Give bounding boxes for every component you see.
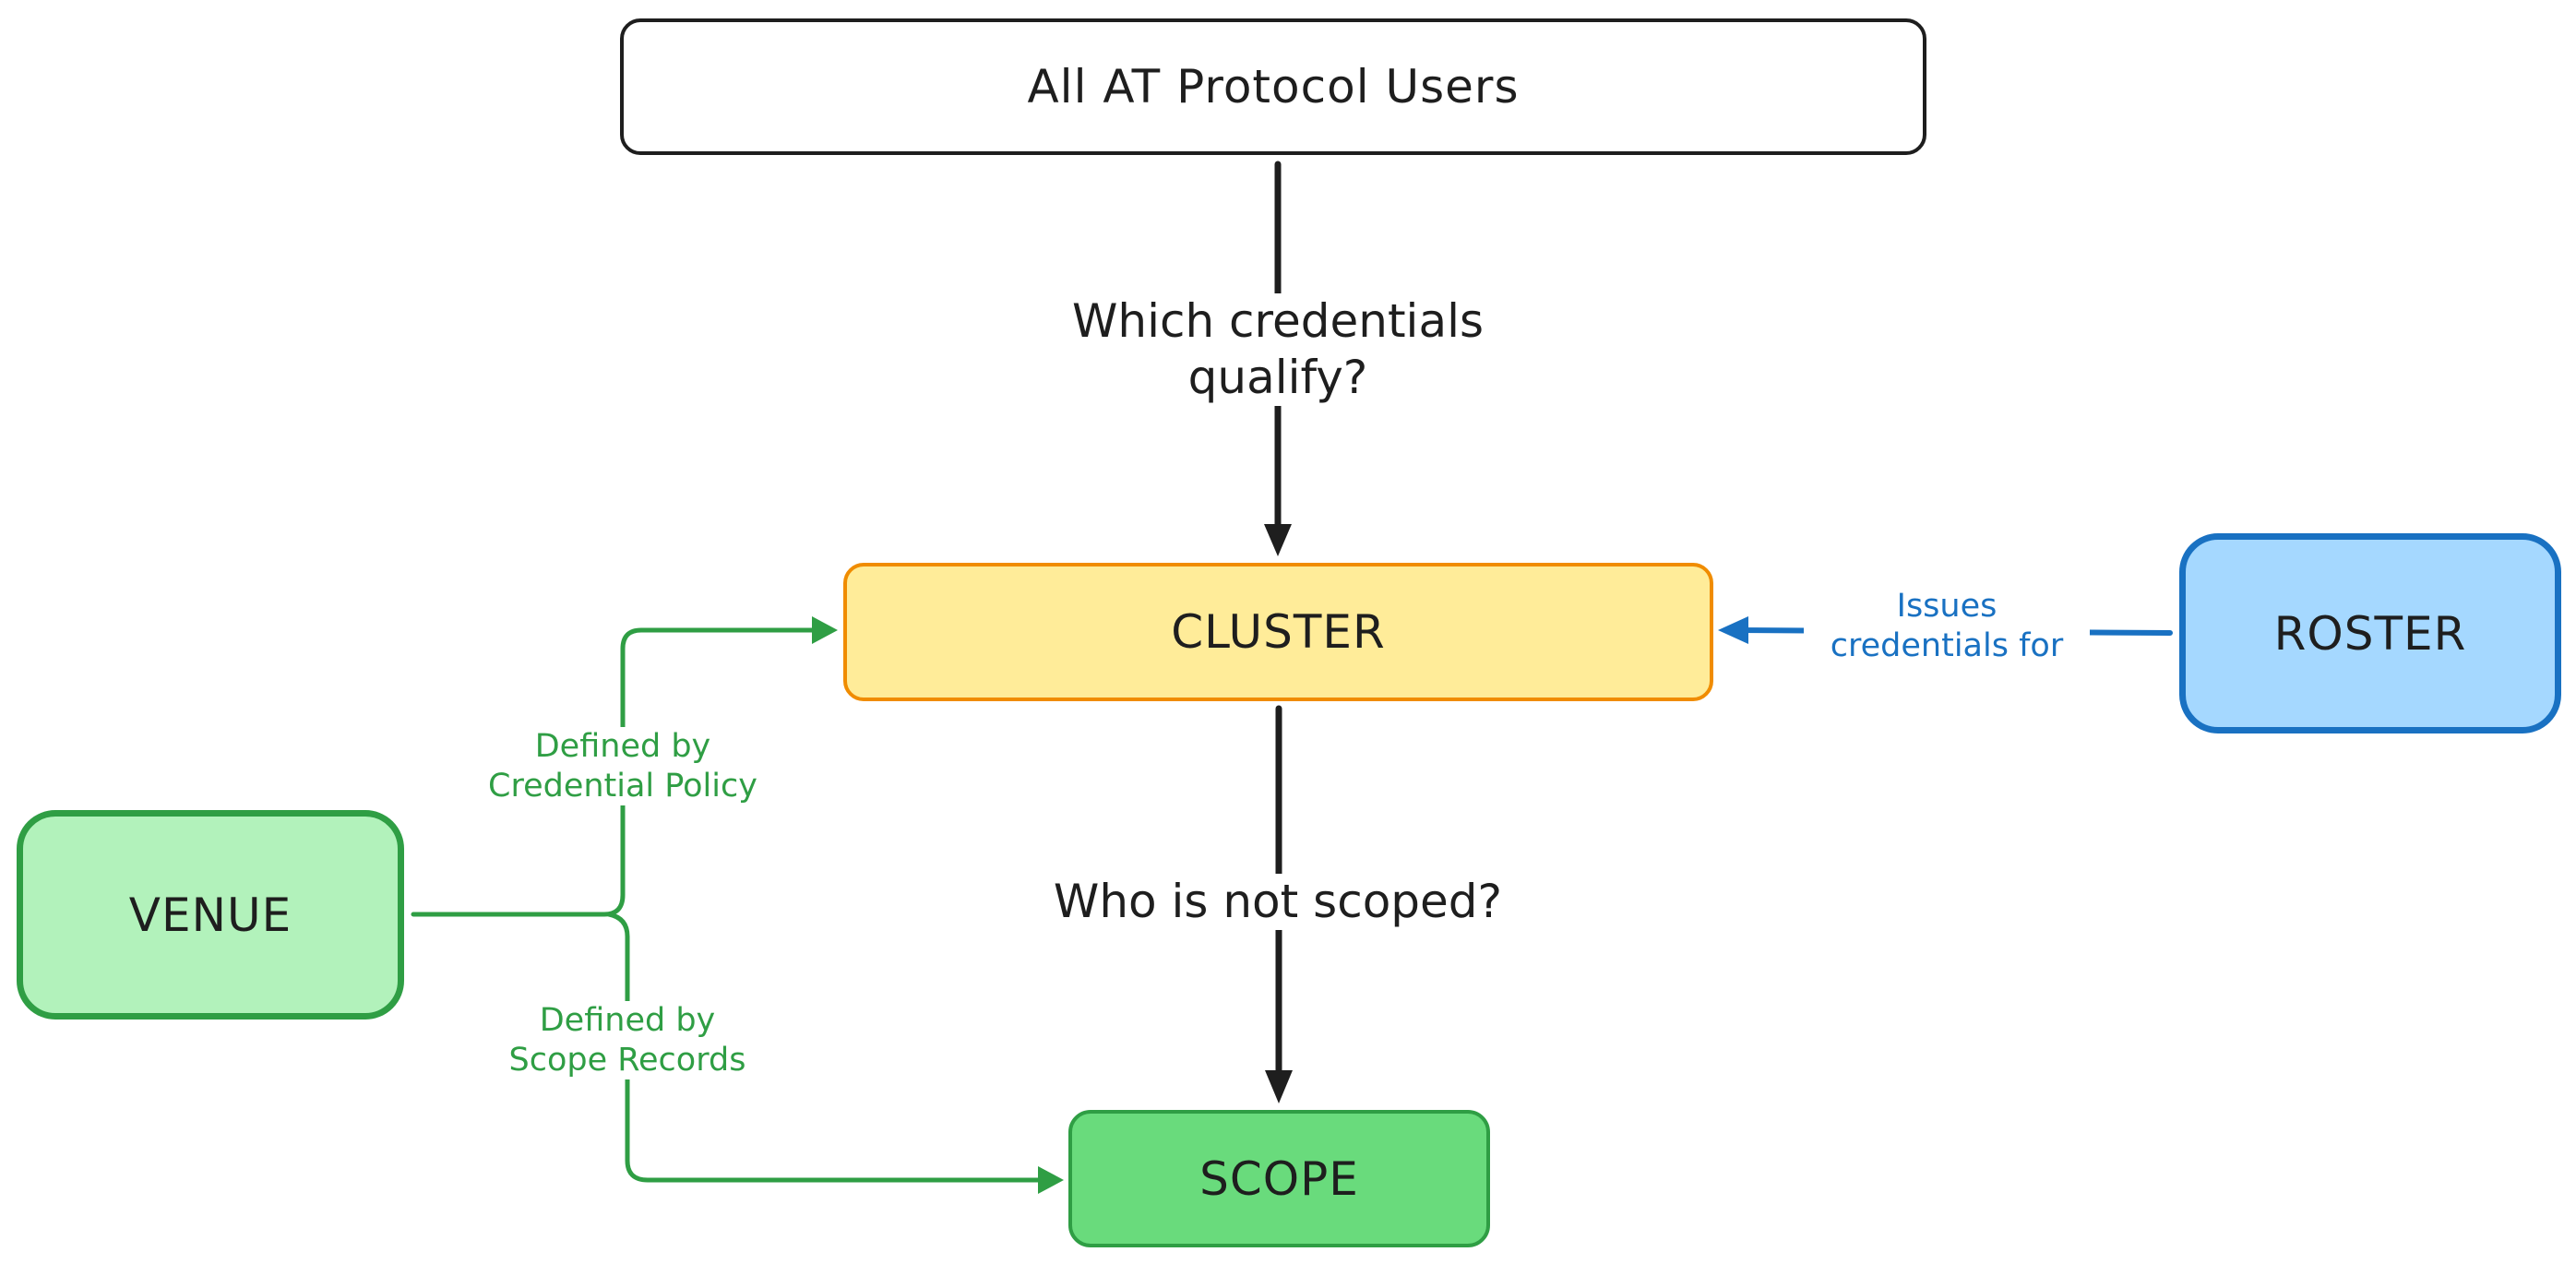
edge-label-scope-records: Defined by Scope Records <box>489 1001 766 1080</box>
edge-label-line: Defined by <box>534 728 711 765</box>
edge-label-line: Issues <box>1896 588 1998 625</box>
node-all-users-label: All AT Protocol Users <box>1027 60 1520 113</box>
edge-label-line: Defined by <box>539 1002 716 1039</box>
arrowhead-icon <box>1265 1070 1293 1103</box>
edge-label-line: Which credentials <box>1071 294 1485 348</box>
node-all-users[interactable]: All AT Protocol Users <box>620 18 1926 155</box>
node-cluster-label: CLUSTER <box>1171 605 1386 659</box>
edge-label-credential-policy: Defined by Credential Policy <box>461 727 784 806</box>
arrowhead-icon <box>1038 1166 1064 1194</box>
edge-label-line: Who is not scoped? <box>1053 875 1503 928</box>
node-roster-label: ROSTER <box>2273 606 2467 661</box>
node-roster[interactable]: ROSTER <box>2179 533 2561 733</box>
edge-label-line: credentials for <box>1830 626 2064 664</box>
edge-label-issues-credentials: Issues credentials for <box>1804 587 2090 666</box>
node-venue-label: VENUE <box>128 888 292 942</box>
node-cluster[interactable]: CLUSTER <box>843 563 1713 701</box>
edge-label-line: Scope Records <box>508 1041 746 1079</box>
edge-label-line: qualify? <box>1187 351 1368 404</box>
edge-venue-to-scope[interactable] <box>606 912 1064 1194</box>
arrowhead-icon <box>812 616 838 644</box>
node-venue[interactable]: VENUE <box>17 810 404 1020</box>
node-scope-label: SCOPE <box>1199 1151 1359 1206</box>
edge-label-line: Credential Policy <box>488 767 757 805</box>
edge-label-which-credentials: Which credentials qualify? <box>1047 293 1509 406</box>
edge-label-who-not-scoped: Who is not scoped? <box>1020 874 1536 930</box>
arrowhead-icon <box>1718 616 1748 644</box>
arrowhead-icon <box>1264 524 1292 556</box>
node-scope[interactable]: SCOPE <box>1068 1110 1490 1247</box>
